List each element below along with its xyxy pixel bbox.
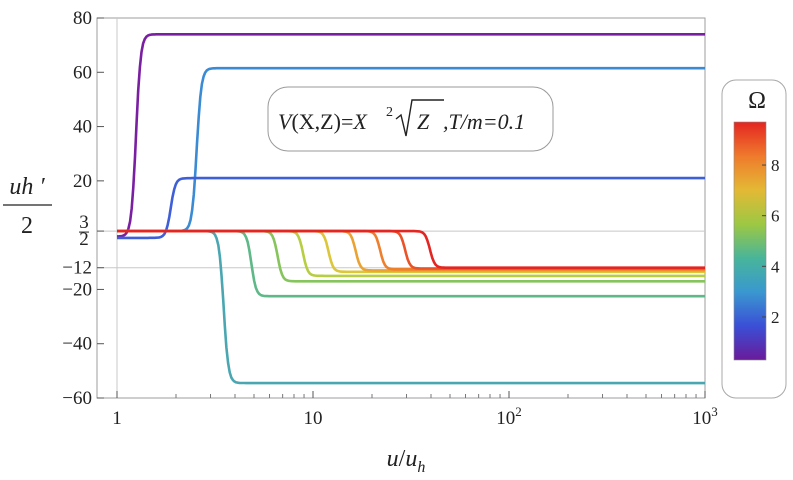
y-label-denominator: 2 bbox=[21, 213, 33, 239]
colorbar-tick-label-1: 4 bbox=[771, 257, 780, 276]
sqrt-sign bbox=[395, 99, 444, 137]
y-tick-label-2: 40 bbox=[73, 117, 92, 138]
series-line-5 bbox=[117, 229, 705, 283]
x-tick-label-0: 1 bbox=[112, 408, 122, 429]
y-axis-label: uh ′ 2 bbox=[3, 174, 52, 239]
annotation-lhs: V(X,Z)=X bbox=[278, 109, 368, 134]
colorbar-ticks: 2 4 6 8 bbox=[762, 156, 780, 327]
colorbar-title: Ω bbox=[748, 88, 766, 114]
y-tick-label-7: −40 bbox=[62, 334, 92, 355]
series-line-10 bbox=[117, 229, 705, 270]
series-line-3 bbox=[117, 229, 705, 385]
plot-frame bbox=[96, 17, 706, 399]
series-line-11 bbox=[117, 229, 705, 269]
annotation-box: V(X,Z)=X 2 Z ,T/m=0.1 bbox=[267, 86, 554, 152]
series-line-1 bbox=[117, 66, 705, 233]
y-tick-label-3: 20 bbox=[73, 171, 92, 192]
colorbar-tick-label-0: 2 bbox=[771, 308, 780, 327]
y-tick-label-6: −20 bbox=[62, 279, 92, 300]
series-line-2 bbox=[117, 176, 705, 240]
y-tick-label-fraction: 32 bbox=[79, 212, 89, 250]
annotation-rhs: ,T/m=0.1 bbox=[443, 109, 525, 134]
colorbar-tick-label-3: 8 bbox=[771, 156, 780, 175]
x-axis-ticks: 1 10 102 103 bbox=[112, 391, 718, 429]
series-line-0 bbox=[117, 33, 705, 238]
y-tick-label-8: −60 bbox=[62, 388, 92, 409]
y-tick-label-numerator: 3 bbox=[79, 212, 89, 233]
y-tick-label-5: −12 bbox=[62, 258, 92, 279]
x-tick-label-1: 10 bbox=[304, 408, 323, 429]
y-tick-label-0: 80 bbox=[73, 8, 92, 29]
colorbar-gradient bbox=[733, 121, 767, 361]
colorbar-legend: Ω 2 4 6 8 bbox=[721, 79, 787, 399]
x-tick-label-2: 102 bbox=[496, 404, 522, 429]
y-tick-label-1: 60 bbox=[73, 62, 92, 83]
annotation-sqrt-arg: Z bbox=[417, 109, 430, 134]
x-tick-label-3: 103 bbox=[692, 404, 718, 429]
y-tick-label-denominator: 2 bbox=[79, 229, 89, 250]
annotation-exponent: 2 bbox=[386, 105, 393, 120]
y-label-numerator: uh ′ bbox=[9, 174, 45, 200]
series-layer bbox=[117, 33, 705, 385]
colorbar-tick-label-2: 6 bbox=[771, 207, 780, 226]
y-axis-ticks: 80 60 40 20 32 −12−20 −40 −60 bbox=[62, 8, 104, 409]
x-axis-label: u/uh bbox=[387, 446, 426, 476]
